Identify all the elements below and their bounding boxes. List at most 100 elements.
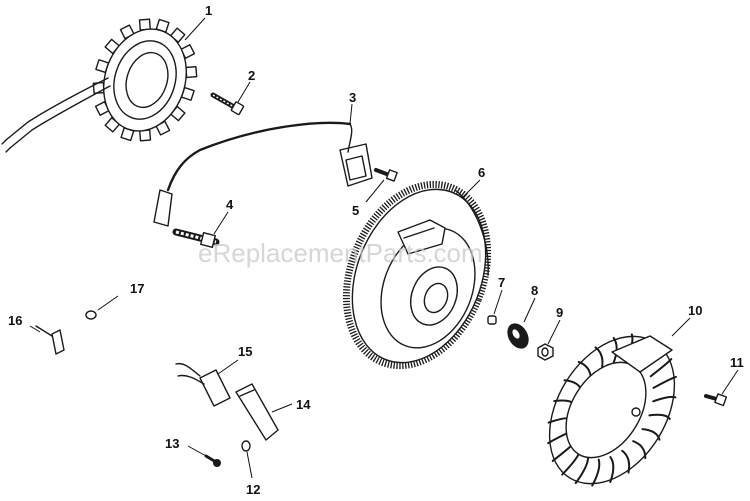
leader-1 — [184, 17, 206, 41]
part-fan[interactable] — [524, 314, 700, 501]
part-washer-17[interactable] — [85, 310, 97, 320]
fan-blade — [591, 458, 601, 487]
part-ignition-module[interactable] — [153, 121, 373, 227]
screw-13-head — [213, 459, 221, 467]
part-screw-2[interactable] — [210, 92, 245, 116]
fan-blade — [594, 346, 604, 371]
switch-wire-a — [175, 362, 201, 377]
flywheel-rim — [351, 188, 487, 364]
leader-11 — [721, 369, 739, 395]
fan-blade — [632, 440, 647, 460]
callout-2[interactable]: 2 — [248, 68, 255, 83]
leader-15 — [217, 359, 239, 375]
module-face — [345, 155, 367, 181]
leader-10 — [671, 317, 691, 337]
leader-13 — [187, 445, 207, 457]
part-flywheel[interactable] — [321, 163, 514, 387]
stator-ring-inner — [113, 40, 177, 120]
leader-4 — [213, 211, 229, 235]
callout-15[interactable]: 15 — [238, 344, 252, 359]
part-stator[interactable] — [1, 18, 199, 153]
stator-bore — [125, 51, 169, 109]
callout-5[interactable]: 5 — [352, 203, 359, 218]
part-screw-13[interactable] — [204, 454, 221, 467]
bracket-body — [235, 383, 279, 441]
leader-2 — [237, 81, 251, 103]
part-screw-5[interactable] — [374, 168, 398, 182]
screw-2-thread — [212, 94, 237, 109]
plug-thread — [175, 230, 217, 244]
part-bracket[interactable] — [235, 383, 279, 441]
leader-14 — [271, 403, 293, 413]
clip-body — [51, 329, 65, 355]
leader-lines — [29, 17, 739, 479]
fan-blade — [652, 375, 677, 389]
bracket-edge — [239, 389, 255, 397]
switch-wire-b — [177, 374, 205, 385]
nut-hole — [541, 347, 549, 357]
part-key[interactable] — [487, 315, 497, 325]
clip-tab — [35, 325, 53, 337]
leader-17 — [97, 295, 119, 311]
callout-6[interactable]: 6 — [478, 165, 485, 180]
callout-16[interactable]: 16 — [8, 313, 22, 328]
callout-4[interactable]: 4 — [226, 197, 234, 212]
flywheel-bore — [423, 282, 449, 314]
key-body — [487, 315, 497, 325]
callout-11[interactable]: 11 — [730, 355, 744, 370]
leader-9 — [547, 319, 561, 345]
screw-11-head — [714, 393, 728, 407]
watermark: eReplacementParts.com — [198, 238, 483, 268]
screw-5-head — [385, 169, 398, 182]
fan-blade — [561, 451, 581, 476]
callouts: 1 2 3 4 5 6 7 8 9 10 11 12 13 14 15 16 1… — [8, 3, 744, 497]
callout-10[interactable]: 10 — [688, 303, 702, 318]
leader-5 — [365, 179, 385, 203]
part-clip[interactable] — [35, 325, 65, 355]
callout-8[interactable]: 8 — [531, 283, 538, 298]
flywheel-rim-edge — [454, 189, 489, 276]
callout-9[interactable]: 9 — [556, 305, 563, 320]
fan-mount-hole — [631, 407, 641, 417]
leader-3 — [349, 103, 353, 125]
callout-13[interactable]: 13 — [165, 436, 179, 451]
stator-wire-a — [5, 77, 109, 141]
stator-tooth — [185, 66, 198, 79]
ignition-wire — [166, 121, 352, 192]
callout-17[interactable]: 17 — [130, 281, 144, 296]
leader-8 — [523, 297, 536, 323]
nut-12-body — [241, 440, 251, 452]
leader-7 — [493, 289, 503, 315]
callout-3[interactable]: 3 — [349, 90, 356, 105]
plug-hex — [200, 232, 216, 248]
part-nut[interactable] — [537, 343, 554, 361]
leader-6 — [461, 179, 481, 199]
part-spark-plug[interactable] — [172, 228, 220, 248]
fan-tab — [611, 335, 673, 373]
fan-blade — [648, 413, 671, 420]
part-nut-12[interactable] — [241, 440, 251, 452]
callout-14[interactable]: 14 — [296, 397, 311, 412]
callout-12[interactable]: 12 — [246, 482, 260, 497]
switch-body — [199, 369, 231, 407]
module-lead — [347, 123, 353, 153]
screw-2-head — [230, 101, 245, 116]
fan-blade — [574, 457, 589, 485]
part-screw-11[interactable] — [704, 393, 728, 407]
stator-wire-terminals — [1, 139, 11, 153]
washer-17-body — [85, 310, 97, 320]
spark-plug-boot — [153, 189, 173, 227]
flywheel-magnet-line — [403, 227, 435, 239]
part-switch[interactable] — [175, 362, 231, 407]
fan-blade — [652, 395, 677, 403]
callout-7[interactable]: 7 — [498, 275, 505, 290]
leader-12 — [246, 451, 253, 479]
part-washer[interactable] — [504, 320, 533, 352]
callout-1[interactable]: 1 — [205, 3, 212, 18]
leader-16 — [29, 325, 41, 333]
flywheel-ring-gear — [342, 180, 492, 370]
flywheel-face — [380, 227, 476, 349]
nut-hex — [537, 343, 554, 361]
washer-hole — [512, 329, 520, 339]
